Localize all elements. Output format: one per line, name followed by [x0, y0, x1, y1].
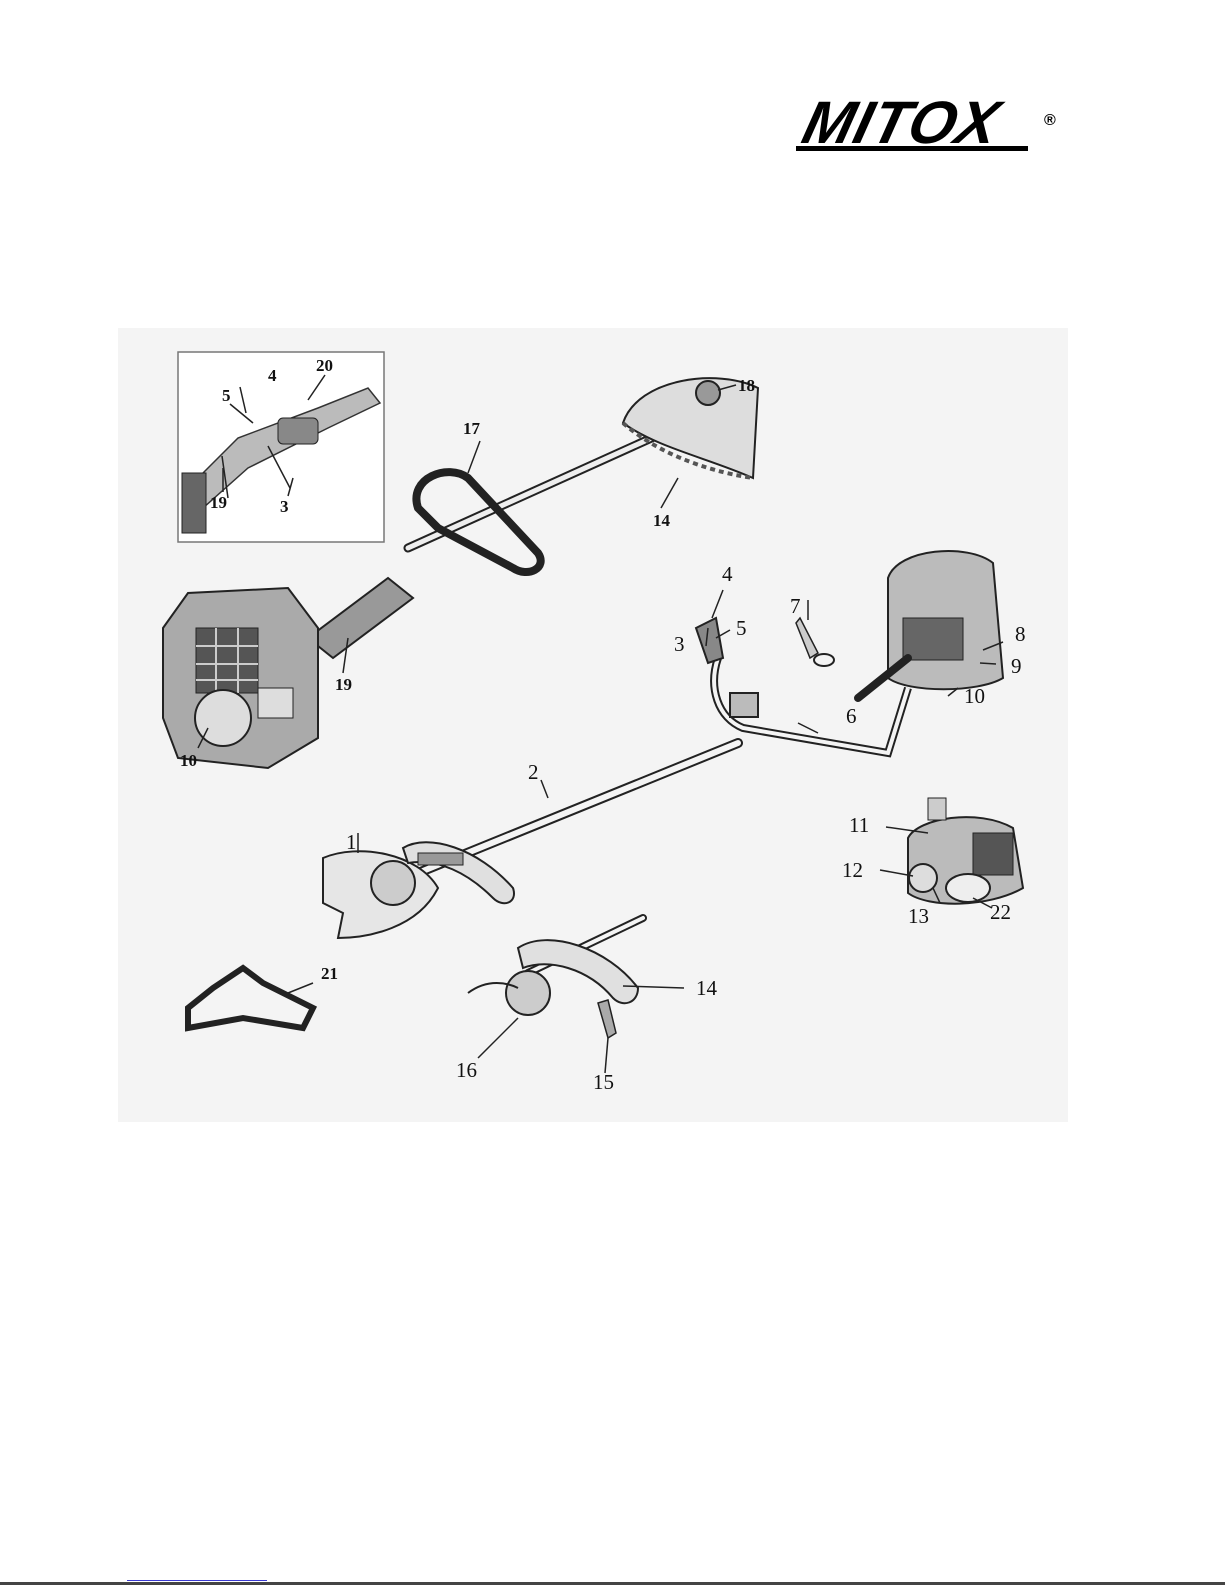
label-22: 22: [990, 902, 1011, 923]
label-21: 21: [321, 965, 338, 982]
top-grip: [308, 578, 413, 658]
harness-clip: [796, 618, 818, 658]
inset-label-3: 3: [280, 498, 289, 515]
engine-grille: [196, 628, 258, 693]
label-8: 8: [1015, 624, 1026, 645]
loop-handle: [416, 472, 540, 572]
inset-throttle: [278, 418, 318, 444]
label-17: 17: [463, 420, 480, 437]
line-cutter: [598, 1000, 616, 1038]
label-3: 3: [674, 634, 685, 655]
inset-label-19: 19: [210, 494, 227, 511]
label-10-left: 10: [180, 752, 197, 769]
label-15: 15: [593, 1072, 614, 1093]
detail-filter: [946, 874, 990, 902]
label-18: 18: [738, 377, 755, 394]
label-2: 2: [528, 762, 539, 783]
label-1: 1: [346, 832, 357, 853]
blade-hub: [371, 861, 415, 905]
label-10-right: 10: [964, 686, 985, 707]
label-16: 16: [456, 1060, 477, 1081]
shoulder-strap: [188, 968, 313, 1028]
label-9: 9: [1011, 656, 1022, 677]
trimmer-spool: [506, 971, 550, 1015]
inset-label-5: 5: [222, 387, 231, 404]
registered-mark: ®: [1044, 112, 1056, 130]
logo-underline: [796, 146, 1028, 151]
label-11: 11: [849, 815, 869, 836]
label-12: 12: [842, 860, 863, 881]
label-13: 13: [908, 906, 929, 927]
inset-label-4: 4: [268, 367, 277, 384]
parts-diagram: 4 20 5 19 3 17 18 14 19 10 1 2 3 4 5 6 7…: [118, 328, 1068, 1122]
inset-label-20: 20: [316, 357, 333, 374]
label-4: 4: [722, 564, 733, 585]
label-14-top: 14: [653, 512, 670, 529]
label-6: 6: [846, 706, 857, 727]
label-7: 7: [790, 596, 801, 617]
inset-engine-edge: [182, 473, 206, 533]
label-14-bottom: 14: [696, 978, 717, 999]
handle-clamp: [730, 693, 758, 717]
footer-link-rule: [127, 1580, 267, 1581]
throttle-grip: [696, 618, 723, 663]
top-gear-head: [696, 381, 720, 405]
brand-logo: MITOX ®: [796, 94, 1066, 156]
detail-carburetor: [909, 864, 937, 892]
label-19: 19: [335, 676, 352, 693]
parts-illustration: [118, 328, 1068, 1122]
label-5: 5: [736, 618, 747, 639]
